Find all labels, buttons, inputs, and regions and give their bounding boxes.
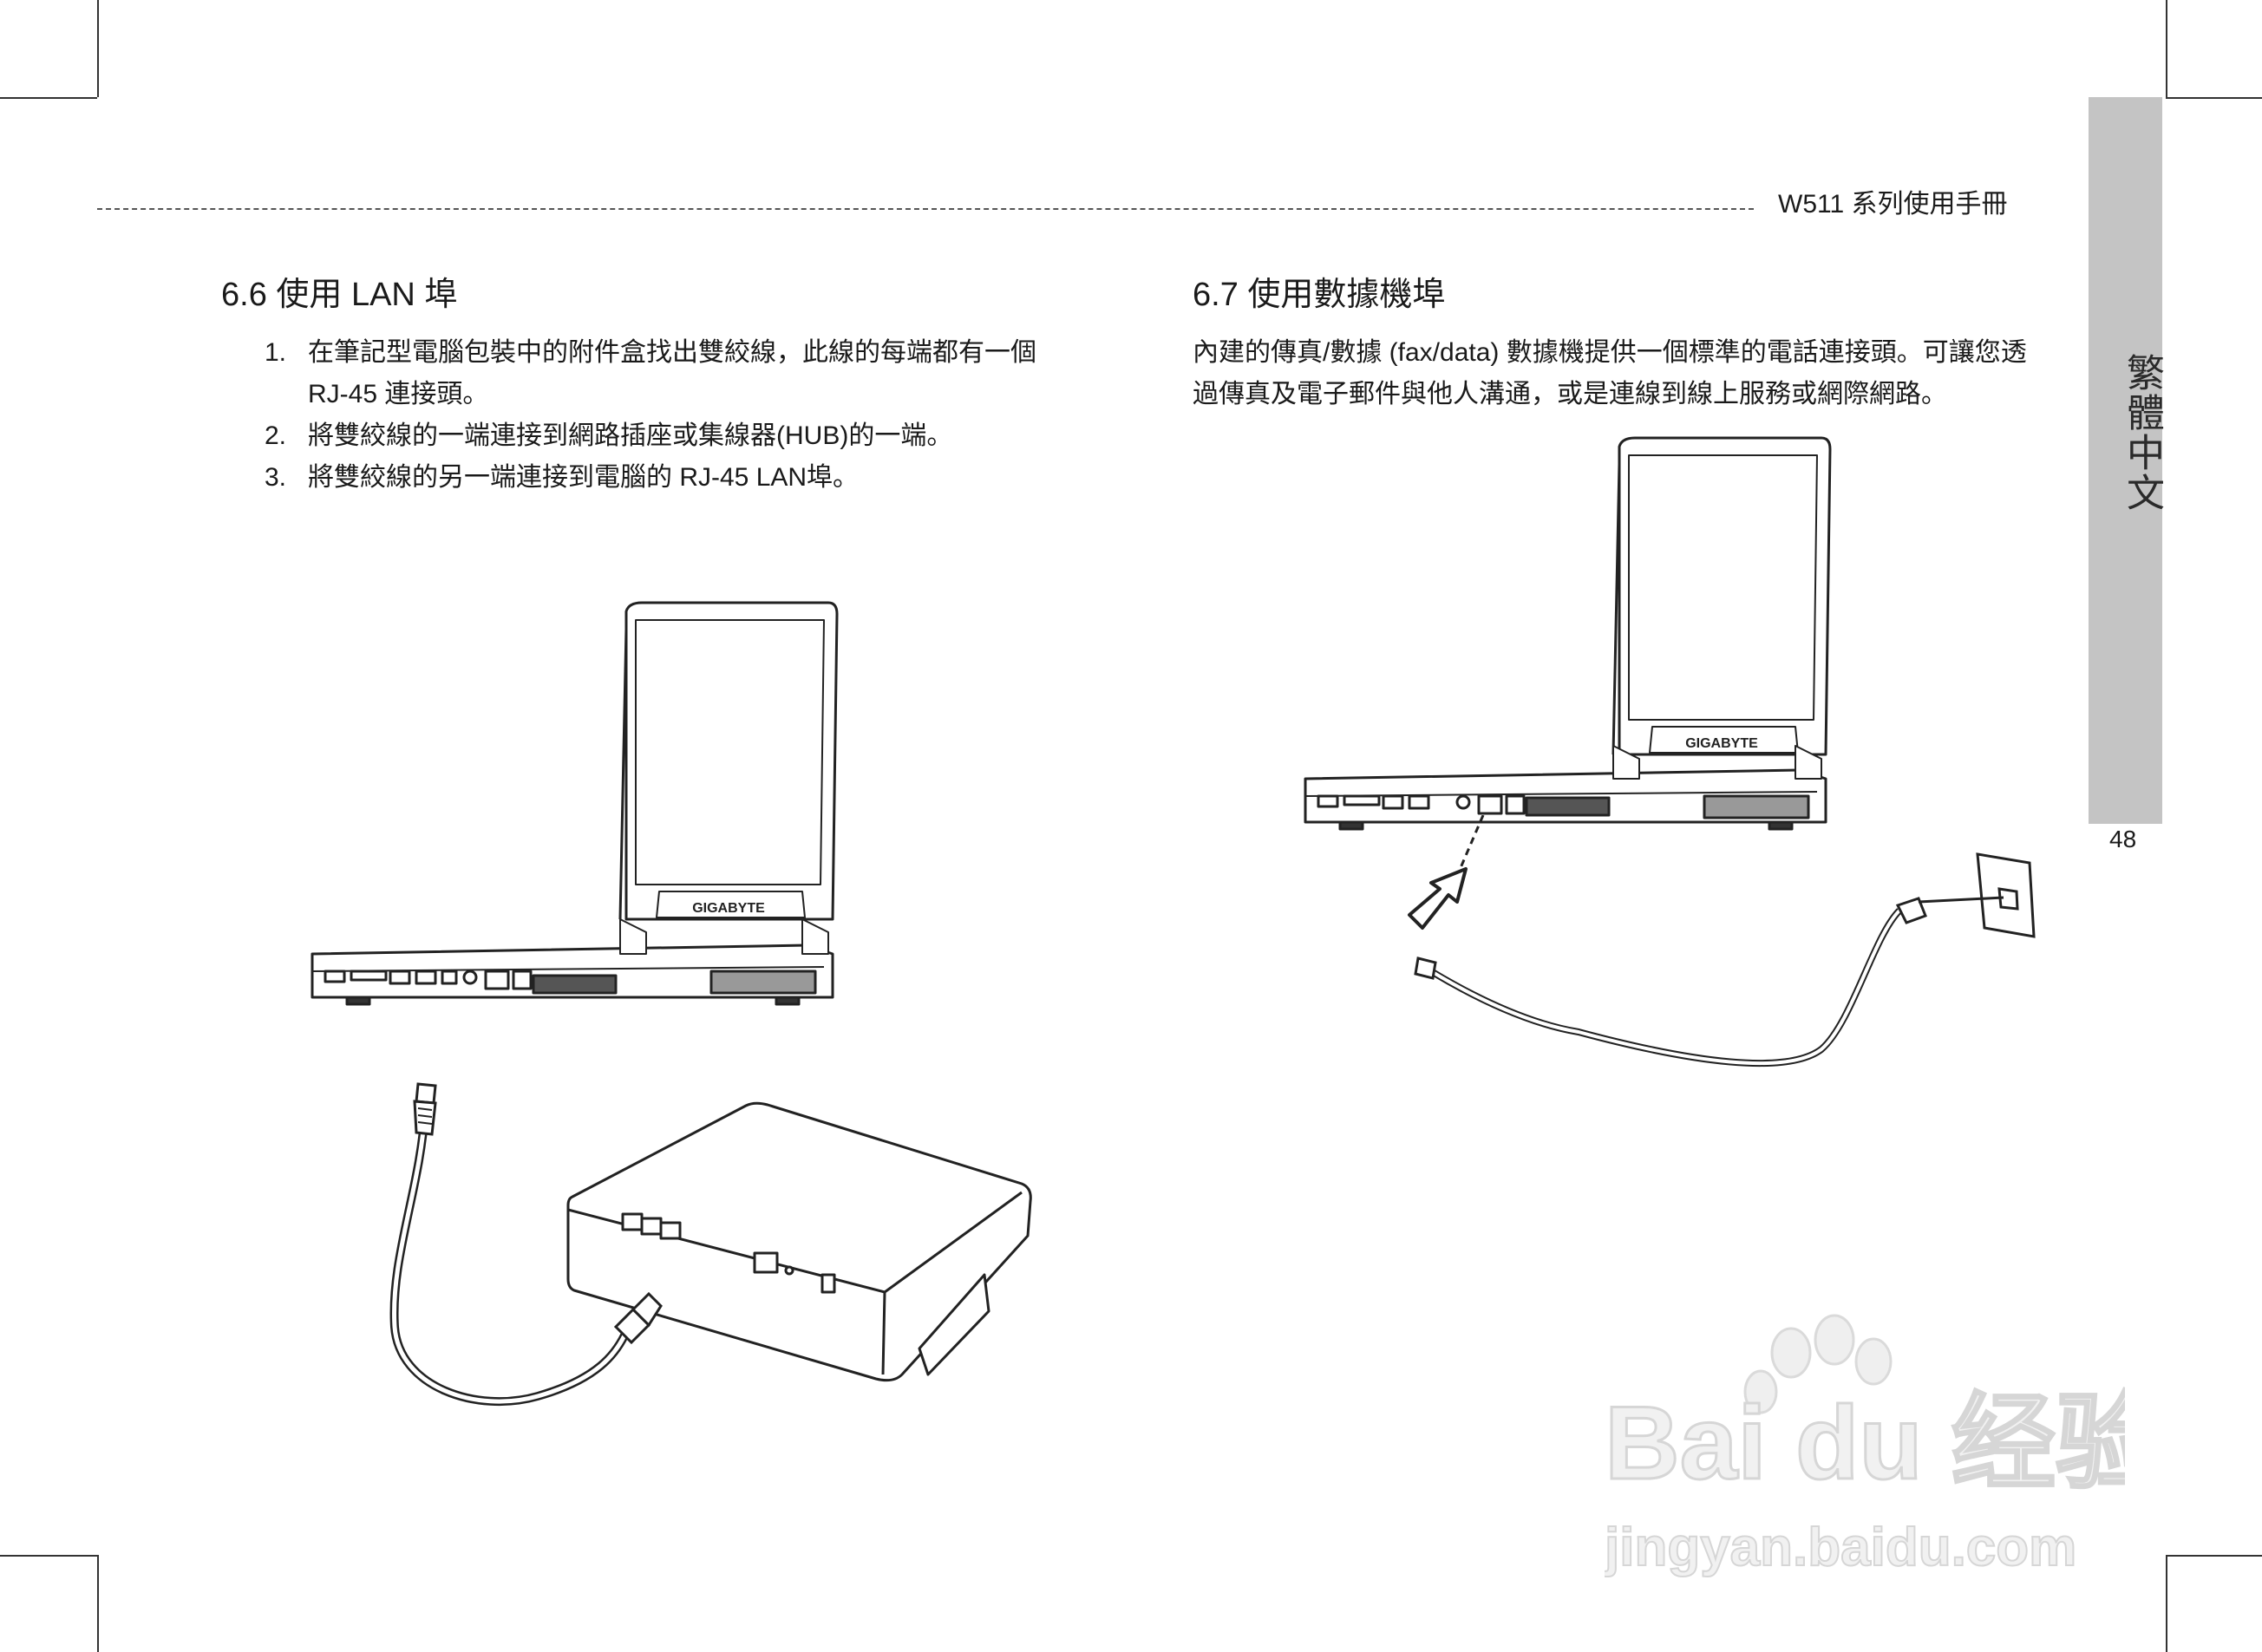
step-text: 在筆記型電腦包裝中的附件盒找出雙絞線，此線的每端都有一個 RJ-45 連接頭。 (308, 338, 1036, 408)
section-6-6-steps: 1. 在筆記型電腦包裝中的附件盒找出雙絞線，此線的每端都有一個 RJ-45 連接頭… (265, 332, 1071, 499)
laptop-brand-logo: GIGABYTE (692, 901, 765, 916)
crop-mark (2166, 1555, 2262, 1557)
phone-cable-illustration (1408, 815, 2036, 1068)
step-number: 1. (265, 338, 287, 367)
crop-mark (2166, 97, 2262, 99)
lan-laptop-illustration: GIGABYTE (311, 601, 839, 1006)
laptop-brand-logo: GIGABYTE (1685, 736, 1758, 751)
section-6-7-body: 內建的傳真/數據 (fax/data) 數據機提供一個標準的電話連接頭。可讓您透… (1193, 338, 2027, 408)
step-item: 2. 將雙絞線的一端連接到網路插座或集線器(HUB)的一端。 (265, 415, 1071, 457)
step-number: 3. (265, 463, 287, 492)
paw-icon (1770, 1327, 1812, 1379)
language-tab: 繁體中文 (2089, 97, 2164, 824)
modem-laptop-illustration: GIGABYTE (1304, 436, 1832, 831)
step-text: 將雙絞線的一端連接到網路插座或集線器(HUB)的一端。 (308, 421, 953, 450)
router-cable-illustration (389, 1082, 1032, 1407)
crop-mark (2166, 0, 2167, 97)
page-number: 48 (2109, 826, 2137, 852)
step-number: 2. (265, 421, 287, 450)
baidu-watermark: Bai du 经验 jingyan.baidu.com (1605, 1314, 2125, 1578)
header-rule (97, 208, 1754, 210)
crop-mark (0, 1555, 97, 1557)
crop-mark (97, 1555, 99, 1652)
section-6-6-title: 6.6 使用 LAN 埠 (221, 277, 458, 313)
step-item: 3. 將雙絞線的另一端連接到電腦的 RJ-45 LAN埠。 (265, 457, 1071, 499)
crop-mark (2166, 1555, 2167, 1652)
header-title: W511 系列使用手冊 (1778, 190, 2008, 219)
crop-mark (97, 0, 99, 97)
watermark-url: jingyan.baidu.com (1605, 1518, 2076, 1577)
step-text: 將雙絞線的另一端連接到電腦的 RJ-45 LAN埠。 (308, 463, 860, 492)
crop-mark (0, 97, 97, 99)
section-6-7-title: 6.7 使用數據機埠 (1193, 277, 1446, 313)
watermark-logo-text: Bai du 经验 (1605, 1385, 2125, 1501)
language-tab-label: 繁體中文 (2120, 353, 2164, 513)
step-item: 1. 在筆記型電腦包裝中的附件盒找出雙絞線，此線的每端都有一個 RJ-45 連接頭… (265, 332, 1071, 415)
